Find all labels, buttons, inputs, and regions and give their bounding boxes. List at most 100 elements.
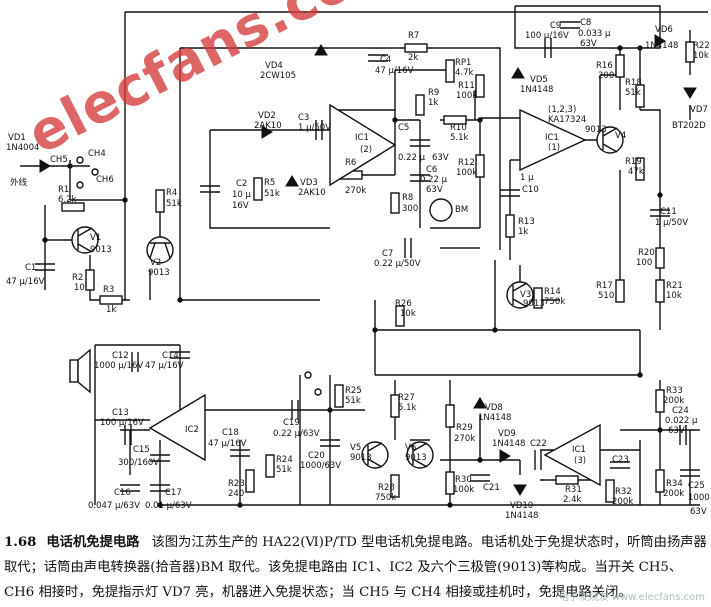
resistor-r29 xyxy=(445,404,455,428)
label-r33: R33 xyxy=(666,386,683,396)
label-vd2: VD2 xyxy=(258,111,276,121)
label-r31: R31 xyxy=(565,485,582,495)
capacitor-c15 xyxy=(150,454,170,462)
caption-body: 该图为江苏生产的 HA22(Ⅵ)P/TD 型电话机免提电路。电话机处于免提状态时… xyxy=(4,535,707,600)
capacitor-c4 xyxy=(368,54,388,62)
label-r25-value: 51k xyxy=(345,396,361,406)
label-vd10-value: 1N4148 xyxy=(505,511,538,521)
diode-vd8 xyxy=(473,397,487,409)
capacitor-c19 xyxy=(291,400,299,420)
resistor-r13 xyxy=(505,214,515,238)
capacitor-c13 xyxy=(124,425,132,445)
resistor-r8 xyxy=(390,192,400,214)
label-c25-value: 1000 xyxy=(688,493,710,503)
label-r22: R22 xyxy=(693,41,710,51)
label-v5-value: 9013 xyxy=(350,453,372,463)
capacitor-c7 xyxy=(404,238,412,258)
label-c2: C2 xyxy=(236,179,247,189)
label-c8: C8 xyxy=(580,18,591,28)
label-c23: C23 xyxy=(612,455,629,465)
diode-vd3 xyxy=(285,175,299,187)
label-r24: R24 xyxy=(276,455,293,465)
label-r18-value: 51k xyxy=(625,88,641,98)
label-vd5-value: 1N4148 xyxy=(520,85,553,95)
label-c5-value: 0.22 μ xyxy=(398,153,426,163)
label-r27: R27 xyxy=(398,393,415,403)
label-c25: C25 xyxy=(688,481,705,491)
label-vd8: VD8 xyxy=(485,403,503,413)
label-r24-value: 51k xyxy=(276,465,292,475)
transistor-v2 xyxy=(146,236,174,264)
resistor-r28 xyxy=(390,474,400,498)
resistor-r26 xyxy=(395,305,405,327)
label-ic1-2: IC1 xyxy=(355,133,369,143)
capacitor-c9 xyxy=(544,38,552,58)
misc-parts xyxy=(69,156,453,396)
label-c3-value: 1 μ/50V xyxy=(298,123,331,133)
label-c21: C21 xyxy=(483,483,500,493)
label-r16: R16 xyxy=(596,61,613,71)
label-c9-value: 100 μ/16V xyxy=(525,31,569,41)
op-amps xyxy=(148,103,601,487)
label-c14-value: 47 μ/16V xyxy=(145,361,184,371)
label-r21: R21 xyxy=(666,281,683,291)
site-logo: 电子发烧友 www.elecfans.com xyxy=(558,592,705,603)
label-vd5: VD5 xyxy=(530,75,548,85)
label-v2: V2 xyxy=(150,258,161,268)
transistor-v3 xyxy=(506,281,534,309)
label-c24-value2: 63V xyxy=(668,426,685,436)
label-v6: V6 xyxy=(405,443,416,453)
label-r30: R30 xyxy=(455,475,472,485)
label-r26-value: 10k xyxy=(400,309,416,319)
label-ic1-3: IC1 xyxy=(572,445,586,455)
label-c9: C9 xyxy=(550,21,561,31)
label-r11: R11 xyxy=(458,81,475,91)
resistor-r22 xyxy=(685,41,695,63)
label-ch6: CH6 xyxy=(96,175,114,185)
capacitor-c18 xyxy=(230,449,250,457)
label-c1-value: 47 μ/16V xyxy=(6,277,45,287)
resistor-r30 xyxy=(445,471,455,495)
opamp-ic1-1 xyxy=(519,108,587,172)
label-vd9-value: 1N4148 xyxy=(492,439,525,449)
label-r16-value: 200 xyxy=(598,71,614,81)
label-r32: R32 xyxy=(615,487,632,497)
resistors xyxy=(61,41,695,503)
resistor-r11 xyxy=(475,74,485,98)
label-c5: C5 xyxy=(398,123,409,133)
label-v3-value: 9013 xyxy=(523,299,545,309)
capacitor-c21 xyxy=(470,474,490,482)
label-vd4: VD4 xyxy=(265,61,283,71)
label-r2: R2 xyxy=(72,273,83,283)
capacitor-c10 xyxy=(500,189,520,197)
label-r28-value: 750k xyxy=(375,493,396,503)
label-rp1: RP1 xyxy=(455,58,471,68)
capacitor-c23 xyxy=(610,461,630,469)
junction-dots xyxy=(42,45,663,508)
label-c6-value: 0.22 μ xyxy=(420,175,448,185)
diode-vd4 xyxy=(314,44,328,56)
resistor-r12 xyxy=(475,154,485,178)
capacitor-c11 xyxy=(650,209,670,217)
label-c20: C20 xyxy=(308,451,325,461)
label-vd10: VD10 xyxy=(510,501,533,511)
label-c2-value: 10 μ xyxy=(232,190,252,200)
label-r13: R13 xyxy=(518,217,535,227)
label-c25-value2: 63V xyxy=(690,507,707,517)
resistor-r24 xyxy=(265,454,275,478)
label-r32-value: 200k xyxy=(612,497,633,507)
label-v4-value: 9013 xyxy=(585,125,607,135)
label-ic1-1-sub: (1) xyxy=(548,143,560,153)
capacitor-c2 xyxy=(200,185,220,193)
capacitor-c14 xyxy=(170,351,190,359)
capacitor-c25 xyxy=(680,469,700,477)
label-c10: C10 xyxy=(522,185,539,195)
label-c24-value: 0.022 μ xyxy=(665,416,698,426)
label-c11-value: 1 μ/50V xyxy=(655,218,688,228)
label-r12: R12 xyxy=(458,158,475,168)
resistor-r2 xyxy=(85,269,95,291)
opamp-ic2 xyxy=(148,393,206,462)
capacitor-c24 xyxy=(679,425,687,445)
resistor-r17 xyxy=(615,279,625,303)
capacitor-c5 xyxy=(410,139,430,147)
